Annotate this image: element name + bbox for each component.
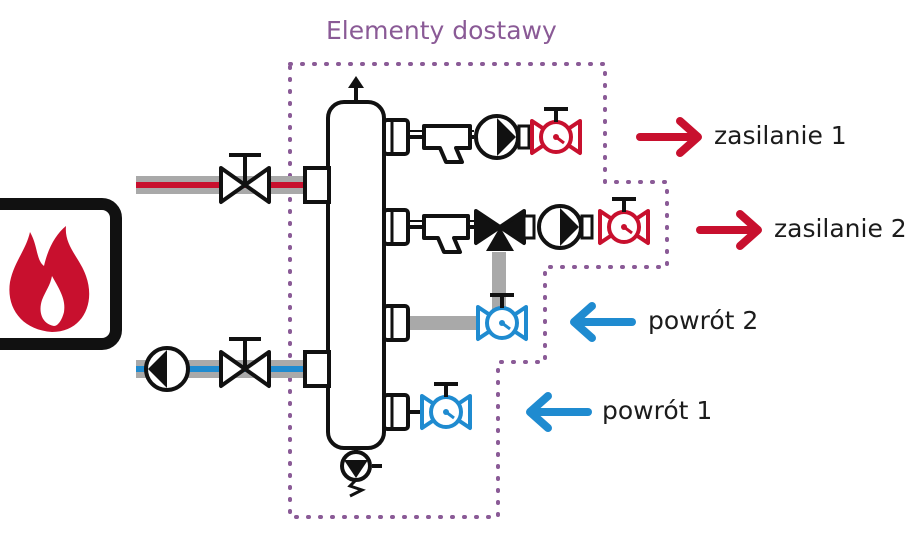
supply-2-circuit	[382, 197, 650, 254]
boiler-pump-icon	[144, 346, 190, 392]
thermometer-valve-icon	[530, 107, 582, 155]
supply-1-circuit	[382, 107, 582, 164]
return-2-label: powrót 2	[648, 306, 759, 335]
arrow-left-icon	[526, 392, 592, 432]
delivery-boundary	[288, 62, 669, 519]
pump-icon	[537, 204, 583, 250]
mixing-valve-icon	[474, 209, 526, 251]
return-1-label: powrót 1	[602, 396, 713, 425]
thermometer-valve-icon	[420, 382, 472, 430]
boiler	[0, 198, 122, 350]
hydraulic-diagram	[0, 62, 762, 519]
return-2-pipe	[408, 316, 494, 330]
supply-gate-valve-icon	[219, 153, 271, 204]
return-1-circuit	[382, 382, 472, 431]
air-vent-icon	[348, 76, 364, 102]
thermometer-valve-icon	[476, 293, 528, 341]
delivery-scope-title: Elementy dostawy	[326, 16, 557, 45]
return-gate-valve-icon	[219, 337, 271, 388]
drain-valve-icon	[340, 448, 382, 498]
filter-icon	[422, 124, 472, 164]
hydraulic-separator	[303, 76, 386, 498]
supply-2-label: zasilanie 2	[774, 214, 907, 243]
supply-1-label: zasilanie 1	[714, 121, 847, 150]
arrow-left-icon	[570, 302, 636, 342]
thermometer-valve-icon	[598, 197, 650, 245]
flame-icon	[9, 226, 90, 332]
arrow-right-icon	[636, 117, 702, 157]
pump-icon	[474, 114, 520, 160]
return-2-circuit	[382, 293, 528, 342]
arrow-right-icon	[696, 210, 762, 250]
